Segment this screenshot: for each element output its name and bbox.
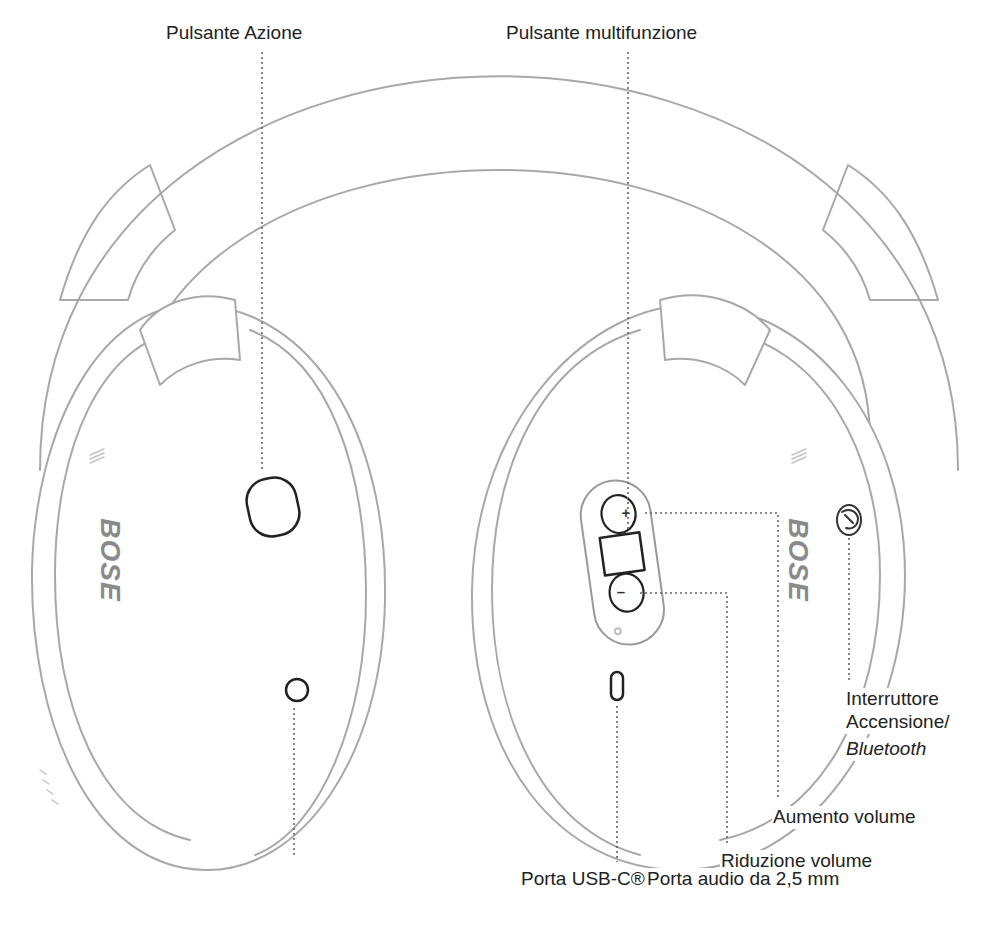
left-earcup-shell [32, 305, 385, 870]
status-led [614, 628, 621, 635]
control-panel [576, 476, 668, 649]
leader-line [616, 706, 618, 862]
part-label: Porta audio da 2,5 mm [646, 868, 840, 891]
headband-pad [823, 165, 938, 300]
part-label: Porta USB-C® [520, 868, 646, 891]
part-label: Bluetooth [845, 738, 927, 761]
right-earcup-rim [720, 330, 880, 840]
right-cup-slider [660, 295, 770, 385]
volume-up-button [599, 493, 638, 535]
button-symbol: – [616, 584, 626, 599]
audio-jack [286, 679, 308, 701]
part-label: Aumento volume [772, 806, 917, 829]
multifunction-button [600, 532, 645, 575]
leader-line [640, 593, 727, 845]
action-button [243, 473, 304, 540]
button-symbol: + [621, 505, 632, 520]
power-switch [837, 505, 861, 535]
usb-c-port [611, 672, 623, 700]
leader-line [645, 513, 778, 800]
brand-logo: BOSE [96, 517, 124, 602]
headband-pad [60, 165, 175, 300]
left-earcup-cushion [250, 330, 366, 855]
left-earcup-rim [55, 330, 190, 840]
leader-line [627, 52, 629, 530]
right-earcup-shell [472, 305, 905, 870]
part-label: Interruttore Accensione/ [845, 688, 987, 734]
part-label: Pulsante multifunzione [505, 22, 698, 45]
leader-line [261, 52, 263, 472]
leader-line [848, 538, 850, 682]
leader-line [293, 708, 295, 858]
left-cup-slider [140, 296, 240, 385]
part-label: Pulsante Azione [165, 22, 303, 45]
brand-logo: BOSE [784, 517, 812, 602]
